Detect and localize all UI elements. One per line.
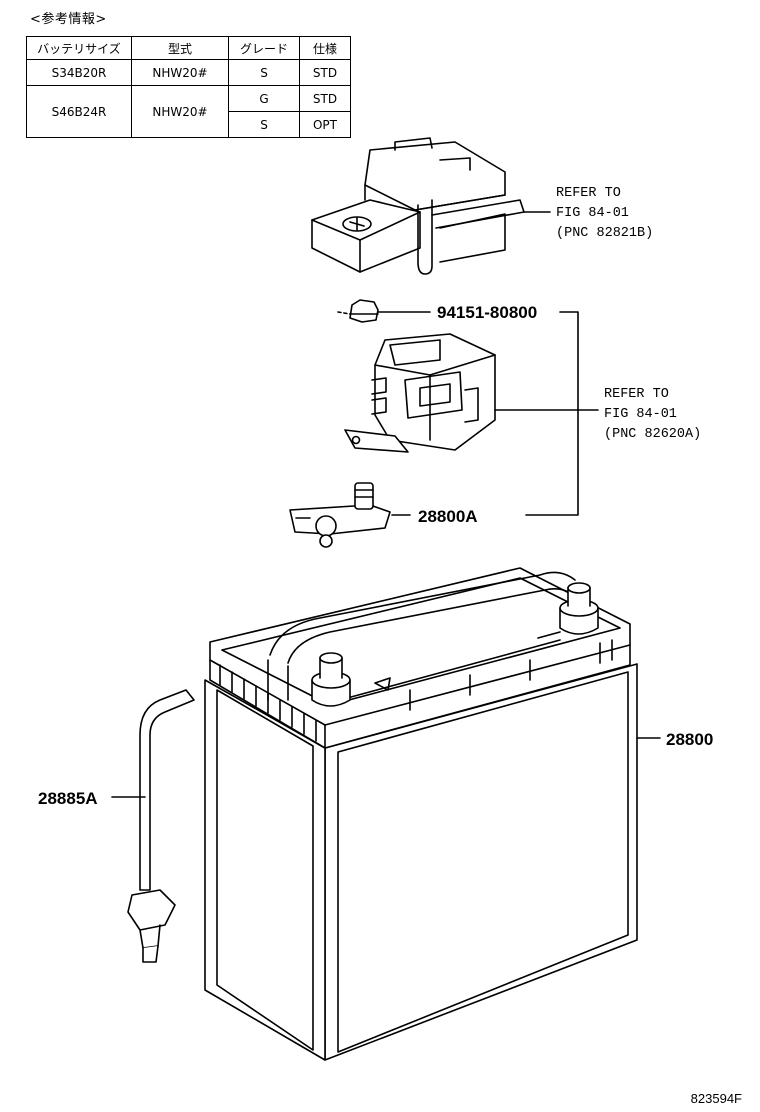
fuse-block: [344, 333, 496, 453]
part-number-clamp: 28800A: [418, 507, 478, 526]
reference-info-title: <参考情報>: [30, 12, 107, 27]
cell-model: NHW20#: [131, 85, 229, 138]
cell-grade: S: [228, 59, 300, 86]
positive-terminal: [559, 582, 599, 635]
negative-terminal: [311, 652, 351, 707]
reference-info-table: バッテリサイズ 型式 グレード 仕様 S34B20R NHW20# S STD …: [26, 36, 351, 138]
figure-code: 823594F: [690, 1091, 742, 1106]
refer1-line2: FIG 84-01: [556, 206, 629, 221]
refer1-line3: (PNC 82821B): [556, 226, 653, 241]
refer2-line3: (PNC 82620A): [604, 427, 701, 442]
table-row: S34B20R NHW20# S STD: [26, 59, 351, 86]
connector-line: [525, 311, 579, 516]
refer2-line1: REFER TO: [604, 387, 669, 402]
refer1-line1: REFER TO: [556, 186, 621, 201]
cell-spec: STD: [299, 59, 351, 86]
vent-tube: [127, 689, 195, 963]
cell-size: S46B24R: [26, 85, 132, 138]
table-row: S OPT: [27, 111, 351, 138]
nut-part: [337, 299, 379, 323]
refer2-line2: FIG 84-01: [604, 407, 677, 422]
cell-spec: STD: [299, 85, 351, 112]
table-header-row: バッテリサイズ 型式 グレード 仕様: [26, 36, 351, 60]
battery-clamp: [289, 482, 391, 548]
table-row: S46B24R NHW20# G STD: [26, 85, 351, 138]
col-header-grade: グレード: [228, 36, 300, 60]
part-number-battery: 28800: [666, 730, 713, 749]
terminal-cover: [311, 137, 525, 275]
battery: [204, 567, 638, 1061]
col-header-spec: 仕様: [299, 36, 351, 60]
part-number-nut: 94151-80800: [437, 303, 537, 322]
cell-grade: S: [228, 111, 300, 138]
part-number-vent-tube: 28885A: [38, 789, 98, 808]
cell-spec: OPT: [299, 111, 351, 138]
col-header-battery-size: バッテリサイズ: [26, 36, 132, 60]
